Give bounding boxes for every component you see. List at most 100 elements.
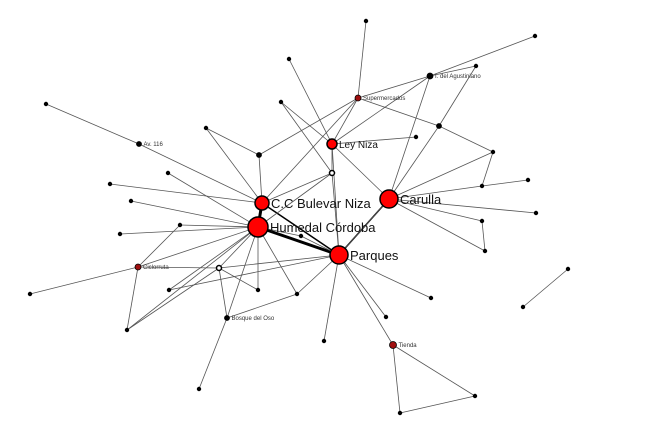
edge-hc-n20: [179, 224, 259, 228]
node-n11[interactable]: [128, 198, 134, 204]
node-n10[interactable]: [107, 181, 113, 187]
node-n1[interactable]: [363, 18, 369, 24]
node-n18[interactable]: [482, 248, 488, 254]
edge-n17-n18: [481, 220, 486, 252]
node-n19[interactable]: [117, 231, 123, 237]
node-n15[interactable]: [525, 177, 531, 183]
node-h3[interactable]: [436, 123, 442, 129]
node-n24[interactable]: [255, 287, 261, 293]
node-n29[interactable]: [383, 314, 389, 320]
edge-h2-bosque: [218, 267, 228, 319]
node-h1[interactable]: [328, 169, 336, 177]
node-parques[interactable]: [329, 245, 349, 265]
node-n34[interactable]: [298, 233, 304, 239]
node-n33[interactable]: [520, 304, 526, 310]
node-bosque[interactable]: [224, 315, 230, 321]
node-n22[interactable]: [166, 287, 172, 293]
node-hc[interactable]: [247, 216, 269, 238]
edge-parques-n27: [323, 254, 340, 342]
edge-n13-n14: [481, 151, 494, 187]
edge-n14-carulla: [388, 185, 483, 200]
edge-n10-ccbn: [109, 183, 263, 204]
edge-av116-n4: [45, 103, 140, 145]
edge-agust-n2: [429, 35, 536, 77]
edge-carulla-n17: [388, 198, 483, 222]
node-n20[interactable]: [177, 222, 183, 228]
node-n4[interactable]: [43, 101, 49, 107]
edge-n32-n33: [522, 268, 569, 308]
node-n21[interactable]: [27, 291, 33, 297]
node-carulla[interactable]: [379, 189, 399, 209]
node-n14[interactable]: [479, 183, 485, 189]
node-n30[interactable]: [397, 410, 403, 416]
node-agust[interactable]: [426, 72, 434, 80]
node-n26[interactable]: [196, 386, 202, 392]
edge-super-agust: [357, 75, 431, 99]
edge-parques-n29: [338, 254, 387, 318]
edge-carulla-n18: [388, 198, 486, 252]
node-label-bosque: Bosque del Oso: [232, 316, 275, 322]
node-n8[interactable]: [256, 152, 262, 158]
node-n25[interactable]: [294, 291, 300, 297]
edge-bosque-n26: [198, 317, 228, 390]
edge-ccbn-super: [261, 97, 359, 204]
edge-av116-ccbn: [138, 143, 263, 204]
node-tienda[interactable]: [389, 341, 397, 349]
node-label-parques: Parques: [350, 248, 399, 263]
node-n5[interactable]: [286, 56, 292, 62]
edge-parques-n22: [168, 254, 340, 291]
edge-agust-n3: [429, 65, 477, 77]
node-av116[interactable]: [136, 141, 142, 147]
node-n27[interactable]: [321, 338, 327, 344]
edge-n11-hc: [130, 200, 259, 228]
edge-h2-parques: [218, 254, 340, 269]
node-n9[interactable]: [165, 170, 171, 176]
node-ciclo[interactable]: [134, 263, 142, 271]
edge-leyniza-carulla: [331, 143, 390, 200]
edge-ccbn-n8: [258, 154, 263, 204]
edge-n8-super: [258, 97, 359, 156]
node-n6[interactable]: [278, 99, 284, 105]
node-label-hc: Humedal Córdoba: [270, 220, 376, 235]
node-n3[interactable]: [473, 63, 479, 69]
node-n23[interactable]: [124, 327, 130, 333]
edge-n7-ccbn: [205, 127, 263, 204]
node-n17[interactable]: [479, 218, 485, 224]
node-label-ccbn: C.C Bulevar Niza: [271, 196, 371, 211]
node-n2[interactable]: [532, 33, 538, 39]
edge-h1-parques: [331, 172, 340, 256]
edge-super-h3: [357, 97, 440, 127]
node-ccbn[interactable]: [254, 195, 270, 211]
node-n31[interactable]: [472, 393, 478, 399]
node-n7[interactable]: [203, 125, 209, 131]
node-leyniza[interactable]: [326, 138, 338, 150]
edge-ccbn-parques: [261, 202, 340, 256]
edge-n6-h1: [280, 101, 333, 174]
edge-parques-tienda: [338, 254, 394, 346]
node-n12[interactable]: [413, 134, 419, 140]
edge-leyniza-parques: [331, 143, 340, 256]
node-n28[interactable]: [428, 295, 434, 301]
edge-n30-n31: [399, 395, 476, 414]
edge-hc-bosque: [226, 226, 259, 319]
node-label-tienda: Tienda: [399, 343, 418, 349]
edge-tienda-n31: [392, 344, 476, 397]
edge-hc-n22: [168, 226, 259, 291]
edge-n7-n8: [205, 127, 260, 156]
node-label-leyniza: Ley Niza: [339, 140, 378, 151]
edge-bosque-n25: [226, 293, 298, 319]
node-h2[interactable]: [215, 264, 223, 272]
edge-h1-ccbn: [261, 172, 333, 204]
node-label-carulla: Carulla: [400, 192, 442, 207]
edge-hc-n23: [126, 226, 259, 331]
edge-h2-n23: [126, 267, 220, 331]
node-n16[interactable]: [533, 210, 539, 216]
edge-ciclo-n21: [29, 266, 139, 295]
edge-parques-carulla: [338, 198, 390, 256]
node-n32[interactable]: [565, 266, 571, 272]
node-n13[interactable]: [490, 149, 496, 155]
node-super[interactable]: [354, 94, 362, 102]
node-label-ciclo: Ciclorruta: [143, 265, 169, 271]
